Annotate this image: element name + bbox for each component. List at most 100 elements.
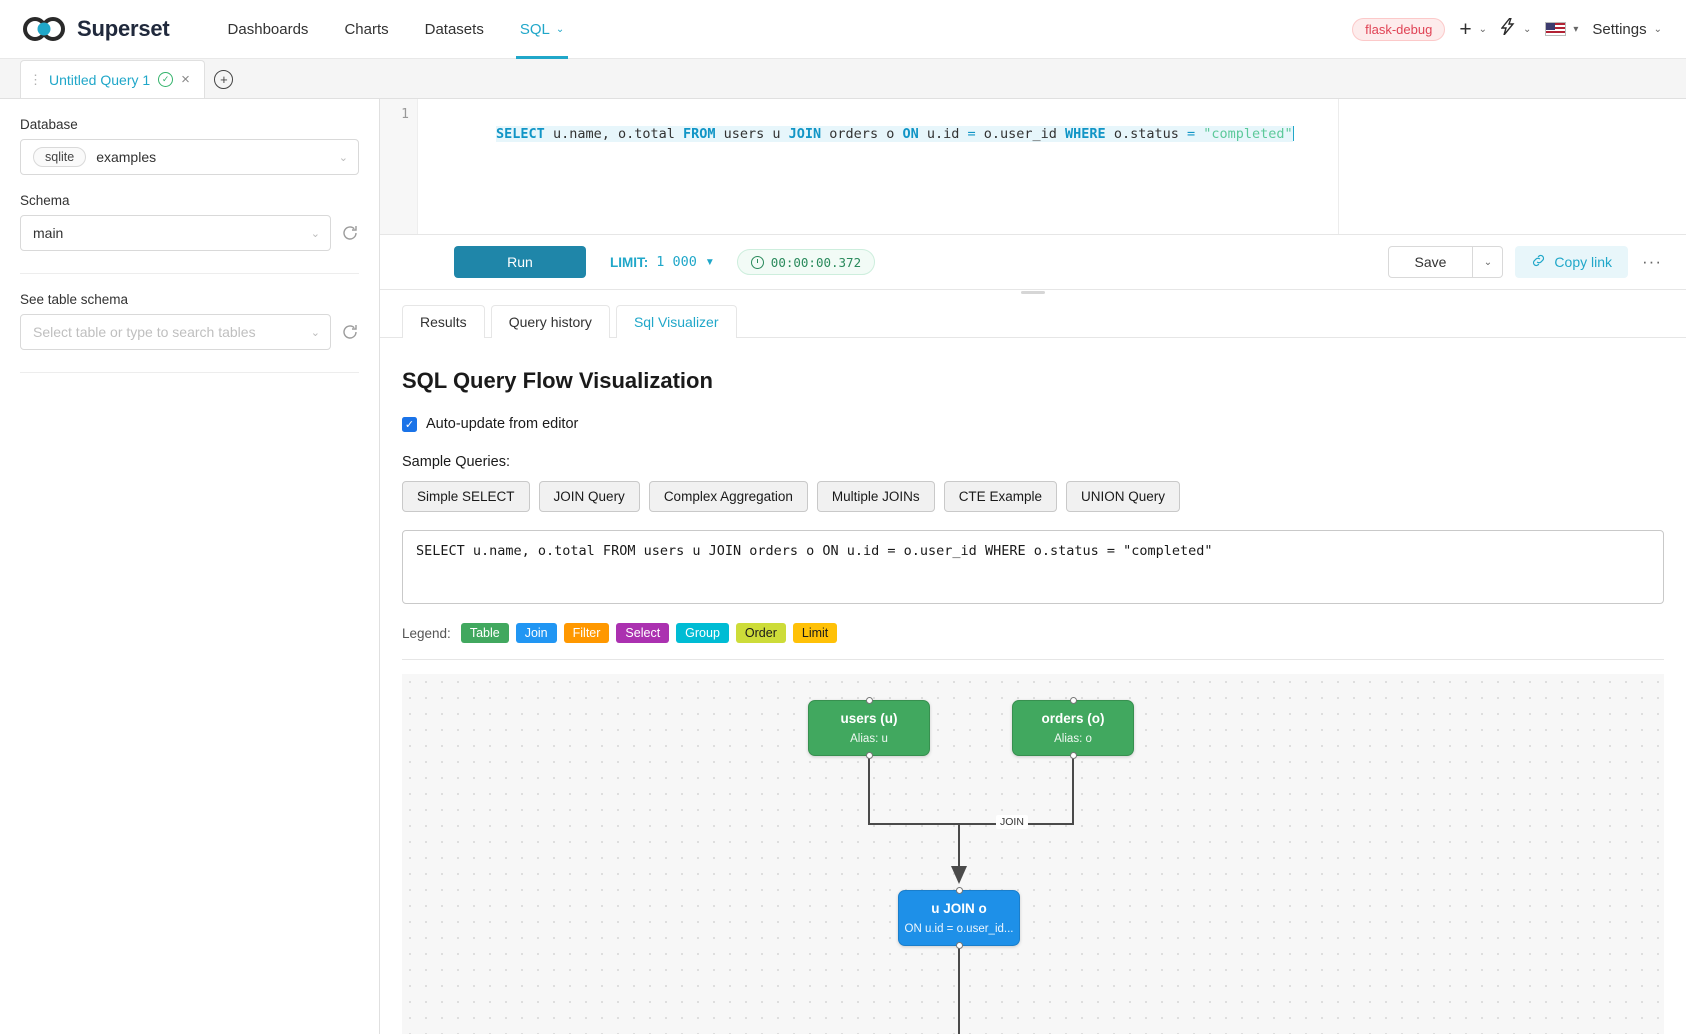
refresh-icon[interactable] xyxy=(341,224,359,242)
flow-node-join[interactable]: u JOIN o ON u.id = o.user_id... xyxy=(898,887,1020,949)
node-port-bottom[interactable] xyxy=(1069,752,1077,759)
editor-resize-handle[interactable] xyxy=(1021,291,1045,294)
close-icon[interactable]: × xyxy=(181,71,190,88)
edge-label-join: JOIN xyxy=(996,815,1028,829)
settings-menu[interactable]: Settings ⌄ xyxy=(1592,21,1662,38)
tab-results[interactable]: Results xyxy=(402,305,485,338)
limit-label: LIMIT: xyxy=(610,254,649,270)
tab-query-history[interactable]: Query history xyxy=(490,305,610,338)
copy-link-label: Copy link xyxy=(1554,254,1613,270)
flow-node-join-title: u JOIN o xyxy=(931,901,987,916)
bolt-menu-button[interactable]: ⌄ xyxy=(1500,17,1532,40)
schema-label: Schema xyxy=(20,193,70,208)
left-sidebar: Database sqlite examples ⌄ Schema main ⌄… xyxy=(0,99,380,1034)
language-selector[interactable]: ▾ xyxy=(1545,22,1578,36)
refresh-icon[interactable] xyxy=(341,323,359,341)
editor-code-line[interactable]: SELECT u.name, o.total FROM users u JOIN… xyxy=(418,99,1686,234)
schema-select[interactable]: main ⌄ xyxy=(20,215,331,251)
sql-editor[interactable]: 1 SELECT u.name, o.total FROM users u JO… xyxy=(380,99,1686,235)
link-icon xyxy=(1531,253,1546,271)
legend-item-filter: Filter xyxy=(563,623,610,643)
nav-link-sql[interactable]: SQL ⌄ xyxy=(502,0,582,59)
brand-name: Superset xyxy=(77,16,170,41)
check-circle-icon: ✓ xyxy=(158,72,174,87)
editor-gutter: 1 xyxy=(380,99,418,234)
sample-button-complex-aggregation[interactable]: Complex Aggregation xyxy=(648,481,808,512)
node-port-bottom[interactable] xyxy=(955,942,963,949)
query-timer-value: 00:00:00.372 xyxy=(770,254,862,270)
legend-item-join: Join xyxy=(515,623,557,643)
query-tab-label: Untitled Query 1 xyxy=(49,71,151,88)
database-value: examples xyxy=(96,149,157,165)
node-port-bottom[interactable] xyxy=(865,752,873,759)
sample-button-multiple-joins[interactable]: Multiple JOINs xyxy=(816,481,935,512)
node-port-top[interactable] xyxy=(865,697,873,704)
legend-item-order: Order xyxy=(735,623,786,643)
brand-logo-area[interactable]: Superset xyxy=(22,16,170,42)
schema-value: main xyxy=(33,225,64,241)
node-port-top[interactable] xyxy=(955,887,963,894)
us-flag-icon xyxy=(1545,22,1567,36)
sidebar-divider-2 xyxy=(20,372,359,373)
chevron-down-icon: ⌄ xyxy=(1478,23,1487,35)
sidebar-divider xyxy=(20,273,359,274)
new-item-button[interactable]: + ⌄ xyxy=(1459,19,1487,40)
save-button[interactable]: Save xyxy=(1387,246,1474,278)
copy-link-button[interactable]: Copy link xyxy=(1515,246,1629,278)
legend: Legend: Table Join Filter Select Group O… xyxy=(402,623,1664,660)
nav-link-charts[interactable]: Charts xyxy=(326,0,406,59)
legend-item-table: Table xyxy=(460,623,509,643)
settings-label: Settings xyxy=(1592,20,1647,38)
toolbar-right-group: Save ⌄ Copy link ··· xyxy=(1387,246,1665,278)
query-tab-untitled-query-1[interactable]: ⋮ Untitled Query 1 ✓ × xyxy=(20,60,205,98)
sample-button-join-query[interactable]: JOIN Query xyxy=(538,481,640,512)
visualizer-sql-input[interactable] xyxy=(402,530,1664,604)
legend-item-limit: Limit xyxy=(792,623,838,643)
flow-node-users[interactable]: users (u) Alias: u xyxy=(808,697,930,759)
node-port-top[interactable] xyxy=(1069,697,1077,704)
flow-node-orders-title: orders (o) xyxy=(1041,711,1105,726)
database-engine-pill: sqlite xyxy=(33,147,87,167)
nav-label-sql: SQL xyxy=(519,20,550,38)
schema-row: main ⌄ xyxy=(20,215,359,251)
chevron-down-icon: ⌄ xyxy=(555,23,565,35)
flow-node-users-title: users (u) xyxy=(840,711,898,726)
sample-button-cte-example[interactable]: CTE Example xyxy=(943,481,1057,512)
more-options-icon[interactable]: ··· xyxy=(1642,252,1662,271)
table-schema-label: See table schema xyxy=(20,292,129,307)
flow-canvas[interactable]: JOIN users (u) Alias: u orders (o) Alias… xyxy=(402,674,1664,1034)
main-body: Database sqlite examples ⌄ Schema main ⌄… xyxy=(0,99,1686,1034)
tab-sql-visualizer[interactable]: Sql Visualizer xyxy=(615,305,737,338)
chevron-down-icon: ⌄ xyxy=(310,227,320,240)
nav-link-datasets[interactable]: Datasets xyxy=(407,0,502,59)
auto-update-label: Auto-update from editor xyxy=(426,416,579,432)
run-button[interactable]: Run xyxy=(454,246,586,278)
legend-item-select: Select xyxy=(616,623,670,643)
table-search-select[interactable]: Select table or type to search tables ⌄ xyxy=(20,314,331,350)
chevron-down-icon[interactable]: ⌄ xyxy=(1473,246,1504,278)
drag-grip-icon[interactable]: ⋮ xyxy=(29,71,42,87)
flow-node-users-alias: Alias: u xyxy=(850,733,888,745)
database-select[interactable]: sqlite examples ⌄ xyxy=(20,139,359,175)
chevron-down-icon: ⌄ xyxy=(338,151,348,164)
sample-button-simple-select[interactable]: Simple SELECT xyxy=(402,481,530,512)
limit-value: 1 000 xyxy=(656,254,697,270)
flow-node-join-condition: ON u.id = o.user_id... xyxy=(904,923,1014,935)
chevron-down-icon: ⌄ xyxy=(1653,23,1662,35)
auto-update-checkbox[interactable]: ✓ xyxy=(402,416,417,432)
main-nav-links: Dashboards Charts Datasets SQL ⌄ xyxy=(210,0,583,59)
nav-link-dashboards[interactable]: Dashboards xyxy=(210,0,327,59)
flow-node-orders-alias: Alias: o xyxy=(1054,733,1092,745)
nav-label-dashboards: Dashboards xyxy=(227,20,309,38)
sample-queries-row: Simple SELECT JOIN Query Complex Aggrega… xyxy=(402,481,1664,512)
database-label: Database xyxy=(20,117,78,132)
table-schema-row: Select table or type to search tables ⌄ xyxy=(20,314,359,350)
legend-item-group: Group xyxy=(676,623,729,643)
limit-dropdown[interactable]: LIMIT: 1 000 ▼ xyxy=(610,254,715,270)
flow-node-orders[interactable]: orders (o) Alias: o xyxy=(1012,697,1134,759)
chevron-down-icon: ⌄ xyxy=(1522,23,1532,35)
sample-button-union-query[interactable]: UNION Query xyxy=(1065,481,1180,512)
chevron-down-icon: ▼ xyxy=(704,256,715,268)
editor-caret xyxy=(1292,126,1294,141)
add-query-tab-button[interactable]: + xyxy=(205,60,243,98)
